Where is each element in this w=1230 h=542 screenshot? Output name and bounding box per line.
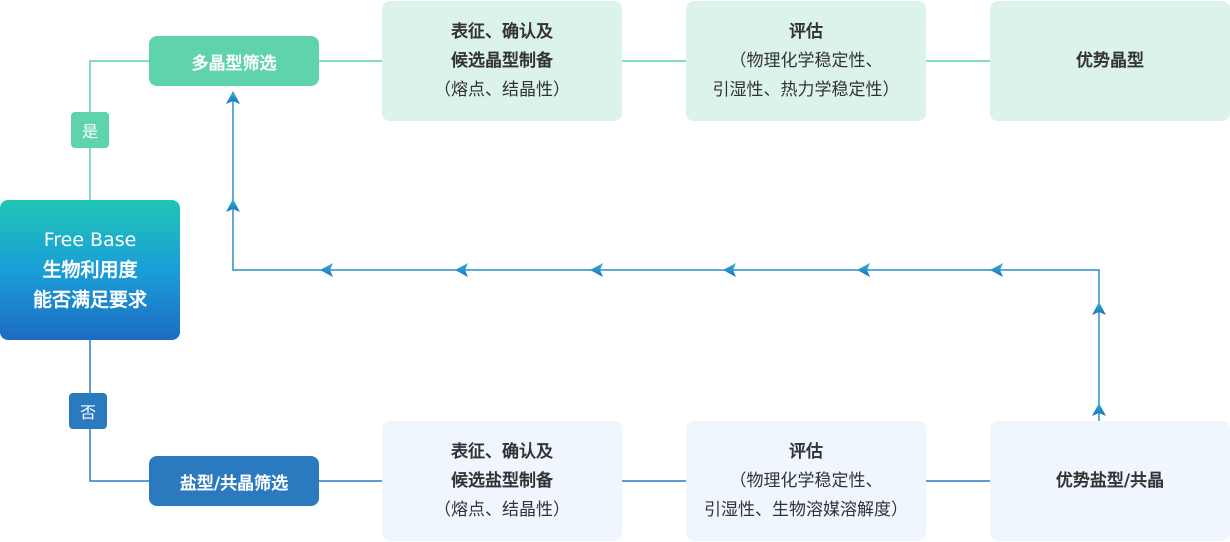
decision-node: Free Base 生物利用度 能否满足要求 (0, 200, 180, 340)
arrow-left-icon (723, 263, 736, 277)
bottom-characterization-card: 表征、确认及 候选盐型制备 （熔点、结晶性） (382, 421, 622, 541)
top-result-card: 优势晶型 (990, 1, 1230, 121)
arrow-left-icon (857, 263, 870, 277)
arrow-left-icon (320, 263, 333, 277)
card-line: 候选盐型制备 (451, 470, 553, 491)
decision-line-2: 生物利用度 (42, 259, 138, 281)
decision-line-3: 能否满足要求 (32, 289, 147, 311)
card-title: 评估 (789, 441, 823, 462)
yes-connector (89, 60, 149, 200)
card-title: 表征、确认及 (451, 441, 553, 462)
decision-line-1: Free Base (43, 229, 137, 251)
card-note: （熔点、结晶性） (434, 79, 570, 100)
bottom-evaluation-card: 评估 （物理化学稳定性、 引湿性、生物溶媒溶解度） (686, 421, 926, 541)
no-tag: 否 (69, 393, 107, 429)
no-connector (89, 340, 149, 482)
card-note: （熔点、结晶性） (434, 499, 570, 520)
salt-cocrystal-screening-node: 盐型/共晶筛选 (149, 456, 319, 506)
card-title: 优势盐型/共晶 (1055, 470, 1165, 491)
card-note: 引湿性、热力学稳定性） (712, 79, 900, 100)
loopback-connector (232, 92, 1100, 421)
top-characterization-card: 表征、确认及 候选晶型制备 （熔点、结晶性） (382, 1, 622, 121)
card-line: 候选晶型制备 (451, 50, 553, 71)
card-line: （物理化学稳定性、 (729, 470, 883, 491)
yes-tag: 是 (71, 112, 109, 148)
card-line: （物理化学稳定性、 (729, 50, 883, 71)
arrow-up-icon (1092, 403, 1106, 416)
arrow-left-icon (590, 263, 603, 277)
bottom-result-card: 优势盐型/共晶 (990, 421, 1230, 541)
card-title: 优势晶型 (1076, 50, 1144, 71)
arrow-up-icon (226, 91, 240, 104)
top-evaluation-card: 评估 （物理化学稳定性、 引湿性、热力学稳定性） (686, 1, 926, 121)
card-title: 评估 (789, 21, 823, 42)
card-title: 表征、确认及 (451, 21, 553, 42)
arrow-left-icon (990, 263, 1003, 277)
arrow-left-icon (455, 263, 468, 277)
arrow-up-icon (1092, 302, 1106, 315)
polymorph-screening-node: 多晶型筛选 (149, 36, 319, 86)
card-note: 引湿性、生物溶媒溶解度） (704, 499, 908, 520)
arrow-up-icon (226, 199, 240, 212)
